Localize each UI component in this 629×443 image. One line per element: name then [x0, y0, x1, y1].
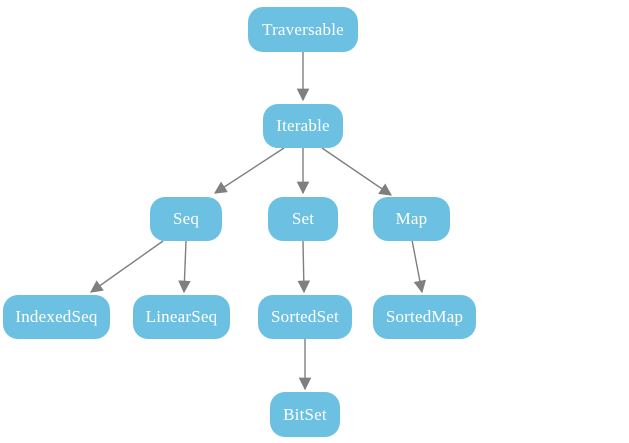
node-seq: Seq: [150, 197, 222, 241]
edge-seq-linearseq: [178, 240, 191, 294]
node-indexedseq: IndexedSeq: [3, 295, 110, 339]
node-map: Map: [373, 197, 450, 241]
node-linearseq: LinearSeq: [133, 295, 230, 339]
edge-set-sortedset: [297, 240, 311, 294]
node-set: Set: [268, 197, 338, 241]
node-sortedset: SortedSet: [258, 295, 352, 339]
edge-iterable-map: [321, 147, 393, 196]
node-sortedmap: SortedMap: [373, 295, 476, 339]
edge-map-sortedmap: [411, 239, 427, 294]
node-bitset: BitSet: [270, 392, 340, 437]
node-iterable: Iterable: [263, 104, 343, 148]
edge-iterable-seq: [213, 147, 285, 194]
edge-seq-indexedseq: [89, 240, 164, 293]
node-traversable: Traversable: [248, 7, 358, 52]
